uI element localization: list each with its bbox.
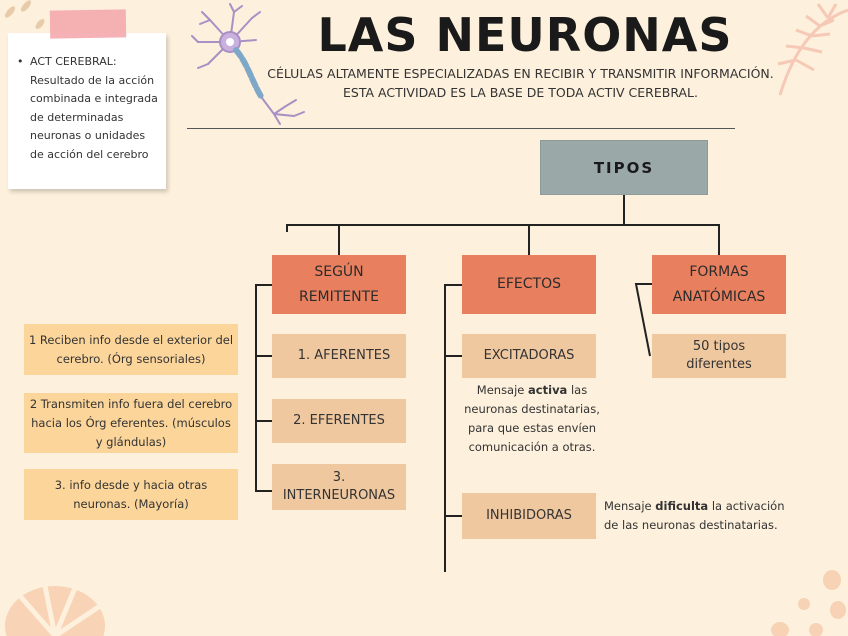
category-segun-remitente: SEGÚN REMITENTE	[272, 255, 406, 314]
bracket-remitente-2	[255, 420, 272, 422]
desc-excitadoras-bold: activa	[528, 383, 568, 397]
bracket-remitente-3	[255, 490, 272, 492]
node-interneuronas: 3. INTERNEURONAS	[272, 464, 406, 510]
node-excitadoras: EXCITADORAS	[462, 334, 596, 378]
bracket-remitente-1	[255, 355, 272, 357]
desc-excitadoras-pre: Mensaje	[476, 383, 529, 397]
desc-aferentes: 1 Reciben info desde el exterior del cer…	[24, 324, 238, 375]
root-node-tipos: TIPOS	[540, 140, 708, 195]
bracket-remitente-vertical	[255, 284, 257, 492]
bracket-remitente-top	[255, 284, 272, 286]
desc-excitadoras-post: las neuronas destinatarias, para que est…	[464, 383, 600, 454]
bracket-efectos-2	[444, 515, 462, 517]
node-inhibidoras: INHIBIDORAS	[462, 493, 596, 539]
connector-root-down	[623, 195, 625, 225]
leaf-decoration-bottom-right	[771, 570, 846, 636]
desc-inhibidoras: Mensaje dificulta la activación de las n…	[604, 497, 792, 535]
desc-eferentes: 2 Transmiten info fuera del cerebro haci…	[24, 393, 238, 453]
leaf-decoration-bottom-left	[5, 585, 105, 636]
bracket-efectos-top	[444, 284, 462, 286]
bracket-efectos-vertical	[444, 284, 446, 572]
desc-interneuronas: 3. info desde y hacia otras neuronas. (M…	[24, 469, 238, 520]
note-card: • ACT CEREBRAL: Resultado de la acción c…	[8, 33, 166, 189]
note-bullet: •	[17, 55, 24, 68]
desc-inhibidoras-bold: dificulta	[655, 499, 709, 513]
subtitle-line-2: ESTA ACTIVIDAD ES LA BASE DE TODA ACTIV …	[343, 85, 698, 100]
note-text: ACT CEREBRAL: Resultado de la acción com…	[30, 55, 158, 161]
page-title: LAS NEURONAS	[317, 8, 733, 62]
connector-cat1	[338, 224, 340, 255]
category-efectos: EFECTOS	[462, 255, 596, 314]
leaf-decoration-top-left	[4, 0, 45, 29]
bracket-formas	[634, 283, 652, 357]
node-50-tipos: 50 tipos diferentes	[652, 334, 786, 378]
node-aferentes: 1. AFERENTES	[272, 334, 406, 378]
divider	[187, 128, 735, 129]
connector-left-stub	[286, 224, 288, 232]
bracket-efectos-1	[444, 355, 462, 357]
subtitle: CÉLULAS ALTAMENTE ESPECIALIZADAS EN RECI…	[258, 64, 783, 102]
category-formas-anatomicas: FORMAS ANATÓMICAS	[652, 255, 786, 314]
connector-horizontal	[286, 224, 720, 226]
desc-inhibidoras-post: la activación de las neuronas destinatar…	[604, 499, 785, 532]
neuron-illustration	[191, 3, 305, 125]
node-eferentes: 2. EFERENTES	[272, 399, 406, 443]
connector-cat2	[528, 224, 530, 255]
note-tape	[49, 9, 127, 39]
desc-inhibidoras-pre: Mensaje	[604, 499, 656, 513]
desc-excitadoras: Mensaje activa las neuronas destinataria…	[462, 381, 602, 457]
subtitle-line-1: CÉLULAS ALTAMENTE ESPECIALIZADAS EN RECI…	[267, 66, 774, 81]
leaf-decoration-top-right	[777, 3, 848, 96]
connector-cat3	[718, 224, 720, 255]
